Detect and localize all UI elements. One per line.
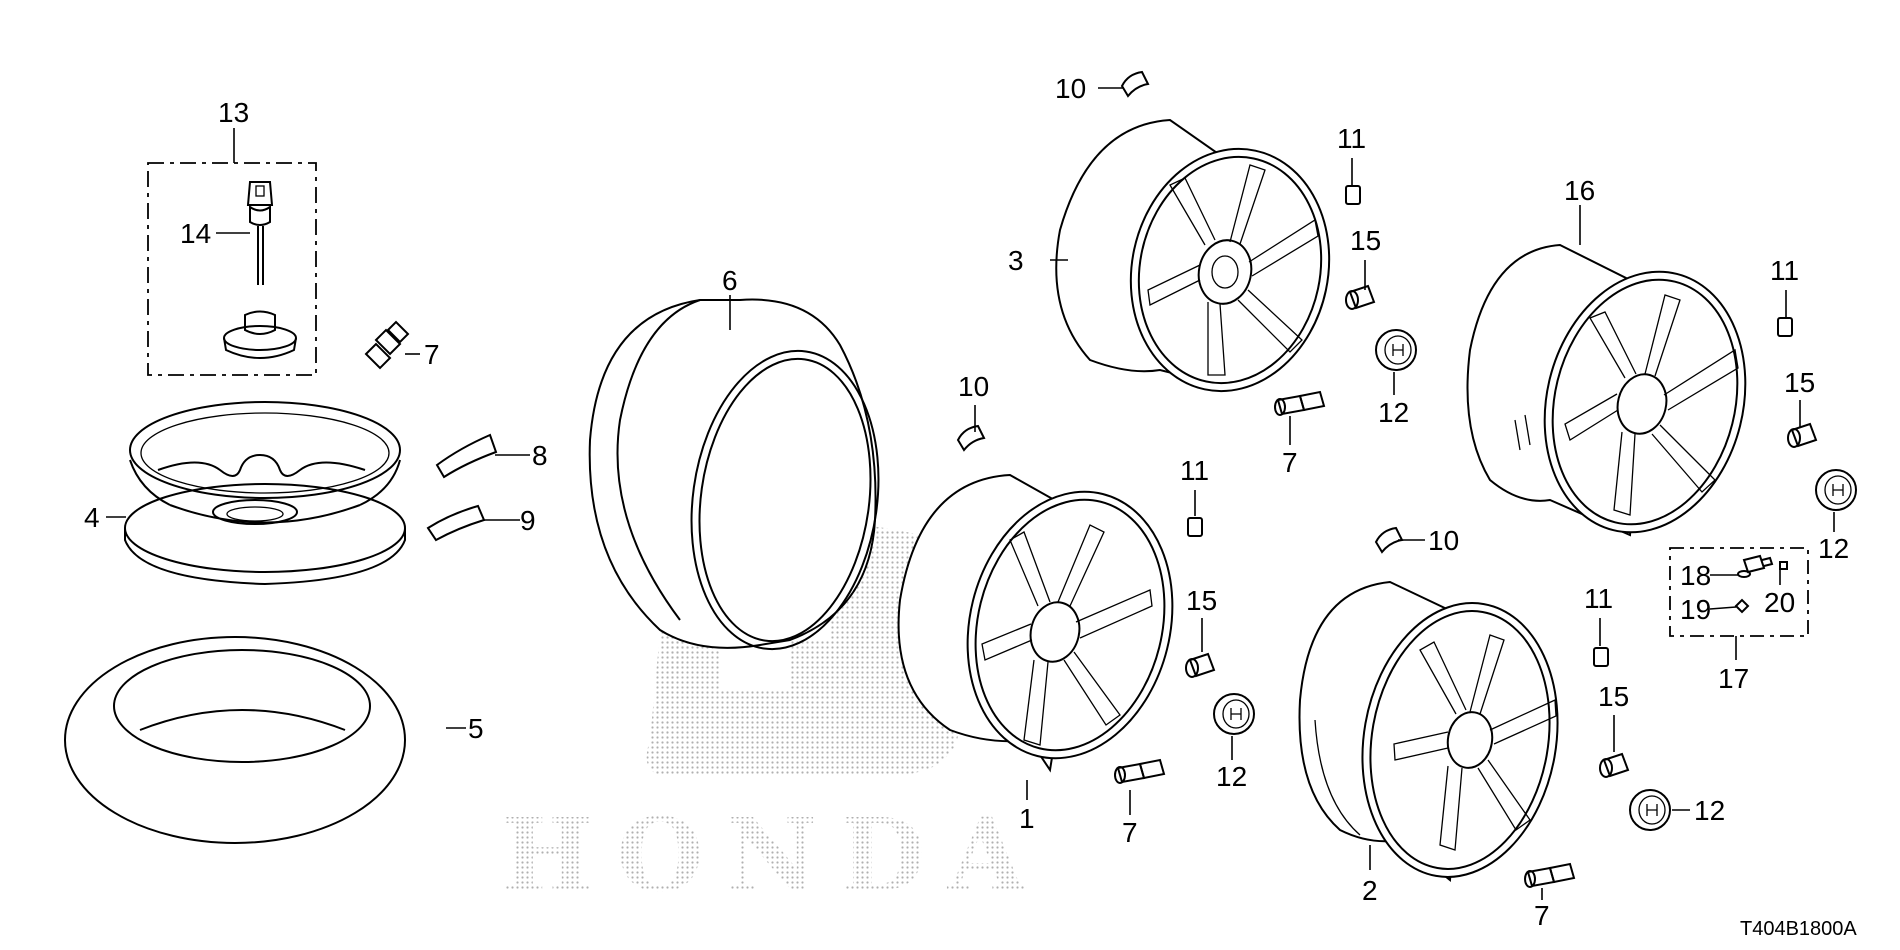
- callout-15: 15: [1598, 681, 1629, 712]
- spare-wheel: [124, 401, 406, 586]
- callout-15: 15: [1186, 585, 1217, 616]
- callout-2: 2: [1362, 875, 1378, 906]
- spare-tire: [64, 636, 406, 844]
- callout-19: 19: [1680, 594, 1711, 625]
- clip-11-d: [1593, 647, 1609, 667]
- callout-15: 15: [1784, 367, 1815, 398]
- balance-weight-9: [426, 504, 486, 542]
- callout-15: 15: [1350, 225, 1381, 256]
- wheel-nut-15-b: [1787, 422, 1818, 448]
- weight-10-b: [956, 424, 986, 452]
- wheel-1: [897, 473, 1174, 773]
- callout-11: 11: [1337, 123, 1366, 154]
- callout-18: 18: [1680, 560, 1711, 591]
- callout-12: 12: [1216, 761, 1247, 792]
- callout-9: 9: [520, 505, 536, 536]
- callout-7: 7: [1122, 817, 1138, 848]
- weight-10-a: [1120, 70, 1150, 98]
- callout-12: 12: [1378, 397, 1409, 428]
- center-cap-12-d: [1629, 789, 1671, 831]
- callout-12: 12: [1694, 795, 1725, 826]
- callout-17: 17: [1718, 663, 1749, 694]
- tire: [588, 298, 880, 651]
- wheel-nut-15-d: [1599, 752, 1630, 778]
- callout-7: 7: [1282, 447, 1298, 478]
- callout-14: 14: [180, 218, 211, 249]
- callout-4: 4: [84, 502, 100, 533]
- center-cap-12-b: [1815, 469, 1857, 511]
- callout-6: 6: [722, 265, 738, 296]
- callout-11: 11: [1180, 455, 1209, 486]
- wheel-nut-15-c: [1185, 652, 1216, 678]
- callout-10: 10: [958, 371, 989, 402]
- repair-kit-box: [147, 162, 317, 376]
- callout-11: 11: [1584, 583, 1613, 614]
- valve-stem-7-c: [1114, 758, 1166, 784]
- callout-labels: 13 14 7 8 9 4 5 6 3 10 11 15 12 7 16 11 …: [84, 73, 1849, 931]
- clip-11-c: [1187, 517, 1203, 537]
- center-cap-12-c: [1213, 693, 1255, 735]
- balance-weight-8: [435, 433, 498, 479]
- callout-12: 12: [1818, 533, 1849, 564]
- callout-5: 5: [468, 713, 484, 744]
- callout-3: 3: [1008, 245, 1024, 276]
- callout-11: 11: [1770, 255, 1799, 286]
- diagram-code: T404B1800A: [1740, 918, 1857, 940]
- center-cap-12-a: [1375, 329, 1417, 371]
- wheel-nut-15-a: [1345, 284, 1376, 310]
- callout-7: 7: [1534, 900, 1550, 931]
- honda-wordmark-watermark: HONDA: [500, 796, 1047, 914]
- clip-11-b: [1777, 317, 1793, 337]
- callout-13: 13: [218, 97, 249, 128]
- callout-10: 10: [1428, 525, 1459, 556]
- tpms-kit-box: [1669, 547, 1809, 637]
- valve-stem-7-b: [1274, 390, 1326, 416]
- callout-7: 7: [424, 339, 440, 370]
- callout-20: 20: [1764, 587, 1795, 618]
- clip-11-a: [1345, 185, 1361, 205]
- leader-lines: [106, 87, 1835, 900]
- callout-16: 16: [1564, 175, 1595, 206]
- valve-stem-7-d: [1524, 862, 1576, 888]
- callout-10: 10: [1055, 73, 1086, 104]
- wheel-3: [1055, 118, 1331, 393]
- wheel-2: [1298, 580, 1559, 882]
- callout-1: 1: [1019, 803, 1035, 834]
- wheel-16: [1466, 243, 1747, 537]
- valve-stem-7-a: [364, 320, 410, 370]
- callout-8: 8: [532, 440, 548, 471]
